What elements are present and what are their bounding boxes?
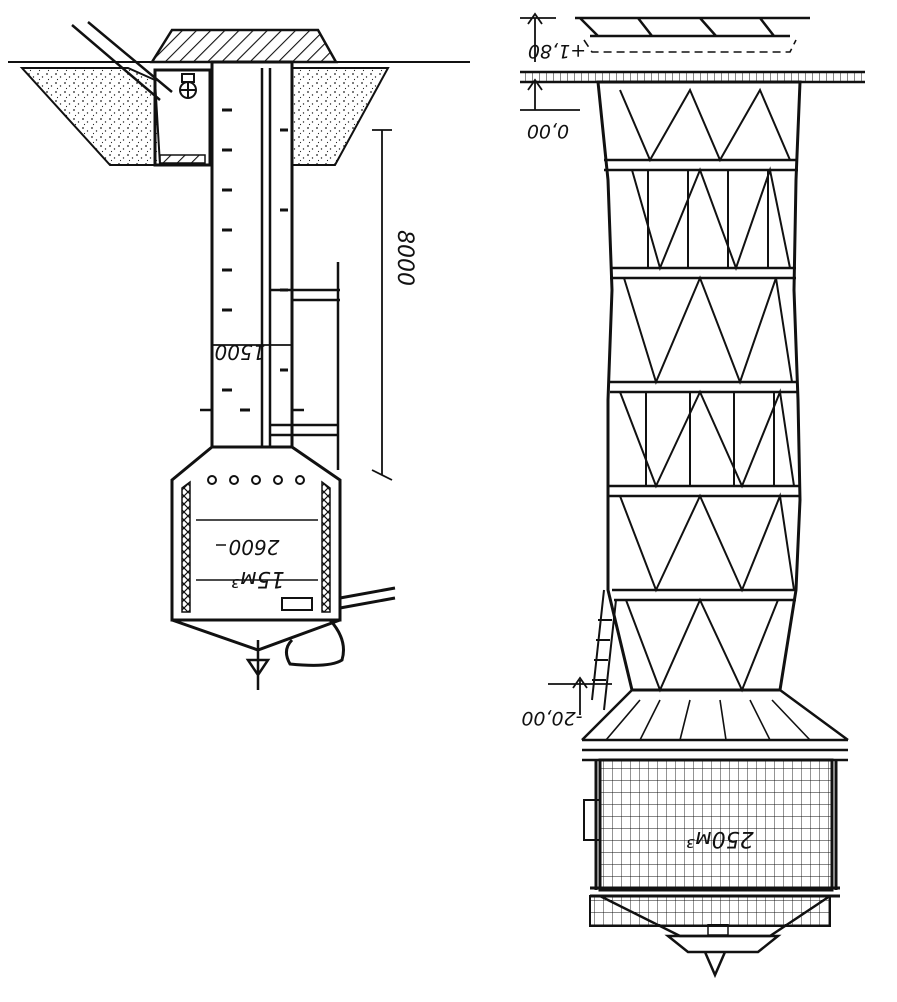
shaft-markings bbox=[222, 108, 288, 412]
mark-bottom: -20,00 bbox=[521, 676, 612, 729]
side-frame bbox=[270, 262, 340, 470]
outlet-pipe bbox=[285, 586, 396, 667]
valve-icon bbox=[179, 73, 197, 99]
valve-chamber bbox=[153, 68, 212, 167]
shaft-inner-wall bbox=[260, 68, 272, 447]
tank-insulation bbox=[181, 480, 331, 613]
top-platform bbox=[575, 16, 810, 38]
svg-text:+1,80: +1,80 bbox=[528, 40, 586, 62]
side-ladder bbox=[591, 589, 617, 711]
tank-cone bbox=[171, 618, 341, 652]
svg-text:8000: 8000 bbox=[392, 230, 417, 286]
right-figure: +1,80 0,00 -20,00 bbox=[520, 12, 865, 979]
dim-tank: 2600 bbox=[229, 535, 280, 559]
left-volume-label: 15м³ bbox=[231, 566, 285, 591]
tank-250-body bbox=[598, 758, 834, 892]
mark-ground: 0,00 bbox=[520, 78, 580, 142]
left-soil-left bbox=[19, 67, 162, 166]
left-soil-right bbox=[291, 67, 390, 166]
svg-text:2600: 2600 bbox=[229, 535, 280, 559]
svg-text:1500: 1500 bbox=[215, 340, 266, 364]
dim-height: 8000 bbox=[371, 129, 417, 481]
left-figure: 8000 1500 2600 15м³ bbox=[8, 21, 470, 690]
dim-shaft: 1500 bbox=[212, 340, 292, 364]
tank-roof bbox=[581, 688, 849, 762]
inlet-pipe bbox=[71, 21, 173, 101]
svg-text:0,00: 0,00 bbox=[527, 120, 569, 142]
tank-250-bottom bbox=[590, 886, 840, 898]
mark-top: +1,80 bbox=[520, 12, 586, 62]
right-volume-label: 250м³ bbox=[686, 826, 754, 851]
tank-250-outlet bbox=[664, 934, 782, 979]
tower-rings bbox=[604, 158, 800, 602]
concrete-cap bbox=[149, 28, 339, 64]
tower-lattice bbox=[619, 87, 795, 693]
tank-body bbox=[170, 445, 342, 622]
svg-text:-20,00: -20,00 bbox=[521, 707, 582, 729]
tank-holes bbox=[207, 475, 305, 485]
drain-arrow-icon bbox=[245, 640, 271, 690]
